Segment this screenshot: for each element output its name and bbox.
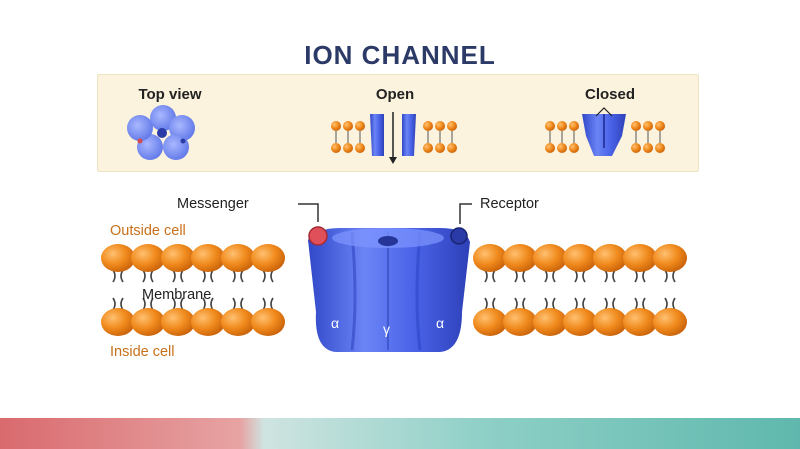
receptor-site (450, 227, 468, 245)
lipid-head (161, 308, 195, 336)
lipid-head (623, 244, 657, 272)
lipid-head (131, 308, 165, 336)
lipid-head (221, 308, 255, 336)
lipid-bilayer (101, 244, 687, 336)
lipid-head (503, 244, 537, 272)
membrane-label: Membrane (142, 287, 212, 303)
lipid-head (533, 244, 567, 272)
receptor-leader-line (459, 203, 472, 224)
lipid-head (623, 308, 657, 336)
lipid-head (503, 308, 537, 336)
top-view-label: Top view (138, 86, 202, 103)
open-channel-icon (331, 112, 457, 164)
outside-cell-label: Outside cell (110, 223, 186, 239)
lipid-head (653, 244, 687, 272)
lipid-head (221, 244, 255, 272)
lipid-head (251, 308, 285, 336)
subunit-gamma-label: γ (383, 321, 390, 337)
top-view-icon (127, 105, 195, 160)
lipid-head (101, 244, 135, 272)
subunit-alpha-right-label: α (436, 315, 445, 331)
diagram-title: ION CHANNEL (304, 40, 496, 70)
lipid-head (563, 308, 597, 336)
lipid-head (161, 244, 195, 272)
lipid-head (101, 308, 135, 336)
messenger-leader-line (298, 203, 319, 222)
lipid-head (251, 244, 285, 272)
lipid-head (653, 308, 687, 336)
main-ion-channel (308, 228, 470, 352)
closed-label: Closed (584, 86, 635, 103)
lipid-head (473, 244, 507, 272)
messenger-label: Messenger (177, 196, 249, 212)
lipid-head (131, 244, 165, 272)
inside-cell-label: Inside cell (110, 344, 175, 360)
lipid-head (593, 308, 627, 336)
closed-channel-icon (545, 107, 665, 156)
receptor-label: Receptor (480, 196, 539, 212)
subunit-alpha-left-label: α (331, 315, 340, 331)
lipid-head (533, 308, 567, 336)
lipid-head (191, 244, 225, 272)
bottom-decor-strip (0, 418, 800, 449)
open-label: Open (375, 86, 415, 103)
lipid-head (191, 308, 225, 336)
messenger-molecule (308, 226, 328, 246)
lipid-head (593, 244, 627, 272)
lipid-head (563, 244, 597, 272)
lipid-head (473, 308, 507, 336)
